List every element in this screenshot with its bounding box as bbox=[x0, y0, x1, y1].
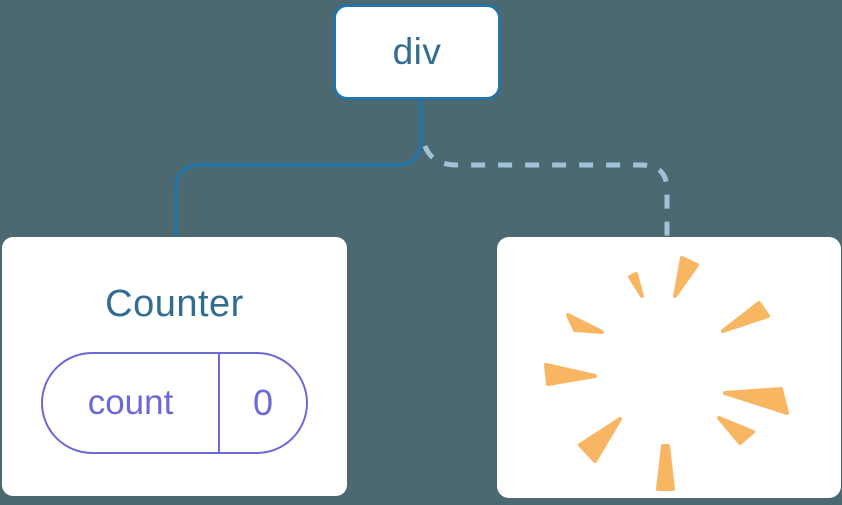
poof-icon bbox=[544, 256, 789, 491]
root-node-label: div bbox=[392, 31, 442, 72]
poof-ray bbox=[578, 417, 622, 463]
poof-ray bbox=[723, 387, 789, 415]
poof-ray bbox=[717, 416, 755, 445]
poof-ray bbox=[628, 272, 644, 298]
poof-rays bbox=[544, 256, 789, 491]
root-div-node: div bbox=[333, 4, 501, 100]
state-pill: count 0 bbox=[41, 352, 308, 454]
poof-ray bbox=[656, 444, 675, 491]
removed-component-node bbox=[497, 237, 841, 498]
state-key-label: count bbox=[43, 354, 220, 452]
poof-ray bbox=[544, 363, 597, 386]
poof-ray bbox=[721, 301, 770, 333]
solid-connector-line bbox=[174, 100, 423, 237]
poof-ray bbox=[566, 313, 604, 334]
state-value: 0 bbox=[252, 382, 274, 423]
counter-node-title: Counter bbox=[105, 283, 244, 325]
counter-component-node: Counter count 0 bbox=[2, 237, 347, 496]
dashed-connector-line bbox=[422, 145, 670, 236]
poof-ray bbox=[673, 256, 699, 298]
